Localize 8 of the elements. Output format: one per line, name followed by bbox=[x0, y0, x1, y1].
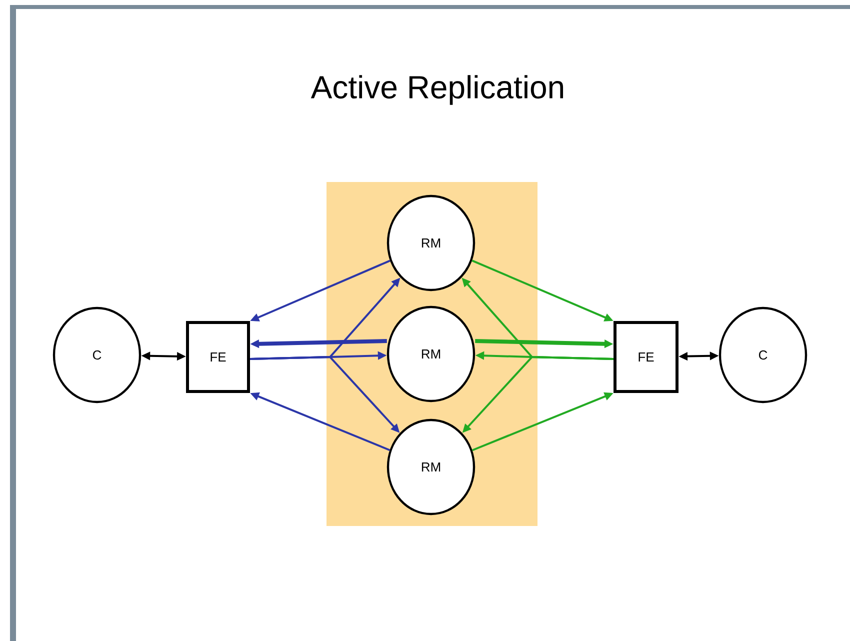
square-box: FE bbox=[614, 321, 678, 393]
circle-node: RM bbox=[386, 418, 476, 516]
circle-node: C bbox=[52, 306, 142, 404]
square-box: FE bbox=[186, 321, 250, 393]
circle-node: C bbox=[718, 306, 808, 404]
title: Active Replication bbox=[310, 75, 564, 105]
circle-node: RM bbox=[386, 306, 476, 402]
circle-node: RM bbox=[386, 194, 476, 292]
